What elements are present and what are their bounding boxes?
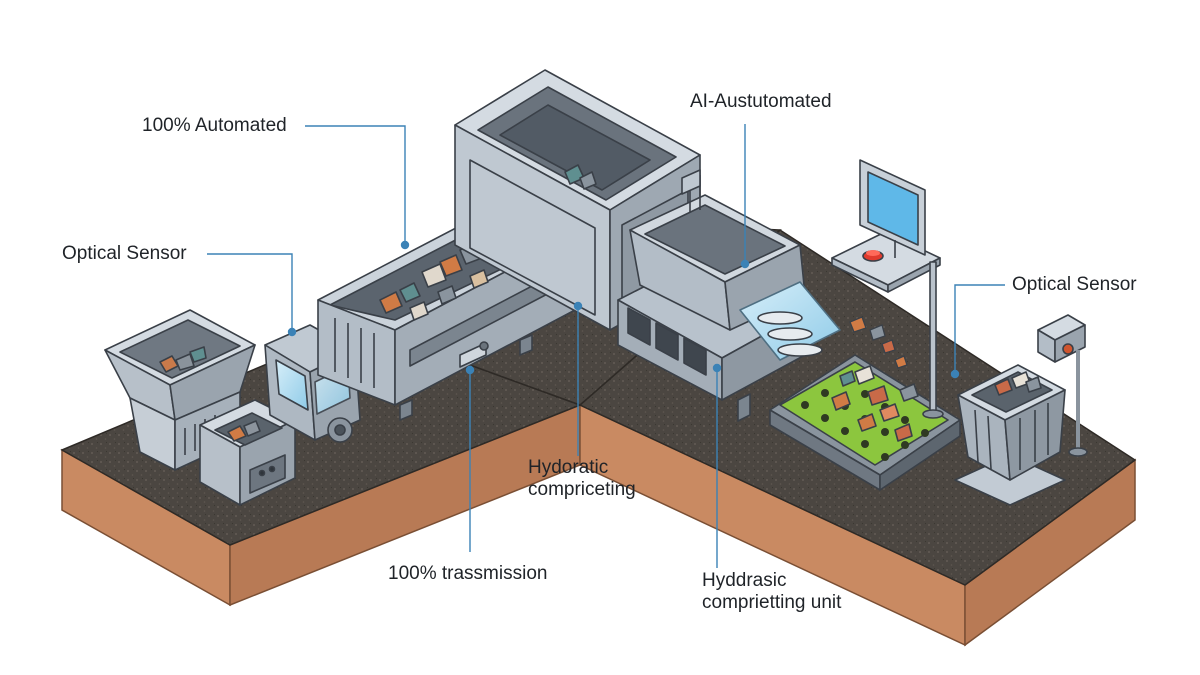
computer-monitor-icon (859, 159, 926, 258)
callout-dot-hyddrasic (712, 363, 722, 373)
label-automated-top-text: 100% Automated (142, 115, 287, 136)
label-optical-sensor-left-text: Optical Sensor (62, 243, 187, 264)
callout-dot-automated-top (400, 240, 410, 250)
callout-line-automated-top (305, 125, 406, 243)
label-hydoratic: Hydoratic compriceting (528, 457, 636, 501)
label-optical-sensor-right-text: Optical Sensor (1012, 274, 1137, 295)
callout-dot-optical-right (950, 369, 960, 379)
output-bin (954, 314, 1088, 506)
callout-dot-hydoratic (573, 301, 583, 311)
red-stop-button-icon (862, 250, 884, 262)
hydraulic-compactor (617, 169, 841, 422)
callout-dot-transmission (465, 365, 475, 375)
callout-dot-optical-left (287, 327, 297, 337)
control-station (831, 159, 944, 419)
callout-dot-ai-automated (740, 259, 750, 269)
label-transmission: 100% trassmission (388, 563, 547, 585)
label-hyddrasic-line1: Hyddrasic (702, 570, 787, 591)
sorting-bed (769, 354, 961, 491)
label-automated-top: 100% Automated (142, 115, 287, 137)
feeder-conveyor (317, 204, 576, 421)
callout-line-optical-right (954, 284, 1005, 372)
label-optical-sensor-right: Optical Sensor (1012, 274, 1137, 296)
callout-lines (207, 124, 1005, 568)
label-ai-automated-text: AI-Austutomated (690, 91, 832, 112)
flying-fragments (849, 316, 908, 369)
label-hydoratic-line2: compriceting (528, 479, 636, 500)
label-hydoratic-line1: Hydoratic (528, 457, 609, 478)
label-ai-automated: AI-Austutomated (690, 91, 832, 113)
callout-line-optical-left (207, 253, 293, 330)
label-hyddrasic-line2: comprietting unit (702, 592, 842, 613)
conveyor-roller-icon (757, 311, 823, 357)
label-transmission-text: 100% trassmission (388, 563, 548, 584)
label-hyddrasic: Hyddrasic comprietting unit (702, 570, 841, 614)
label-optical-sensor-left: Optical Sensor (62, 243, 187, 265)
